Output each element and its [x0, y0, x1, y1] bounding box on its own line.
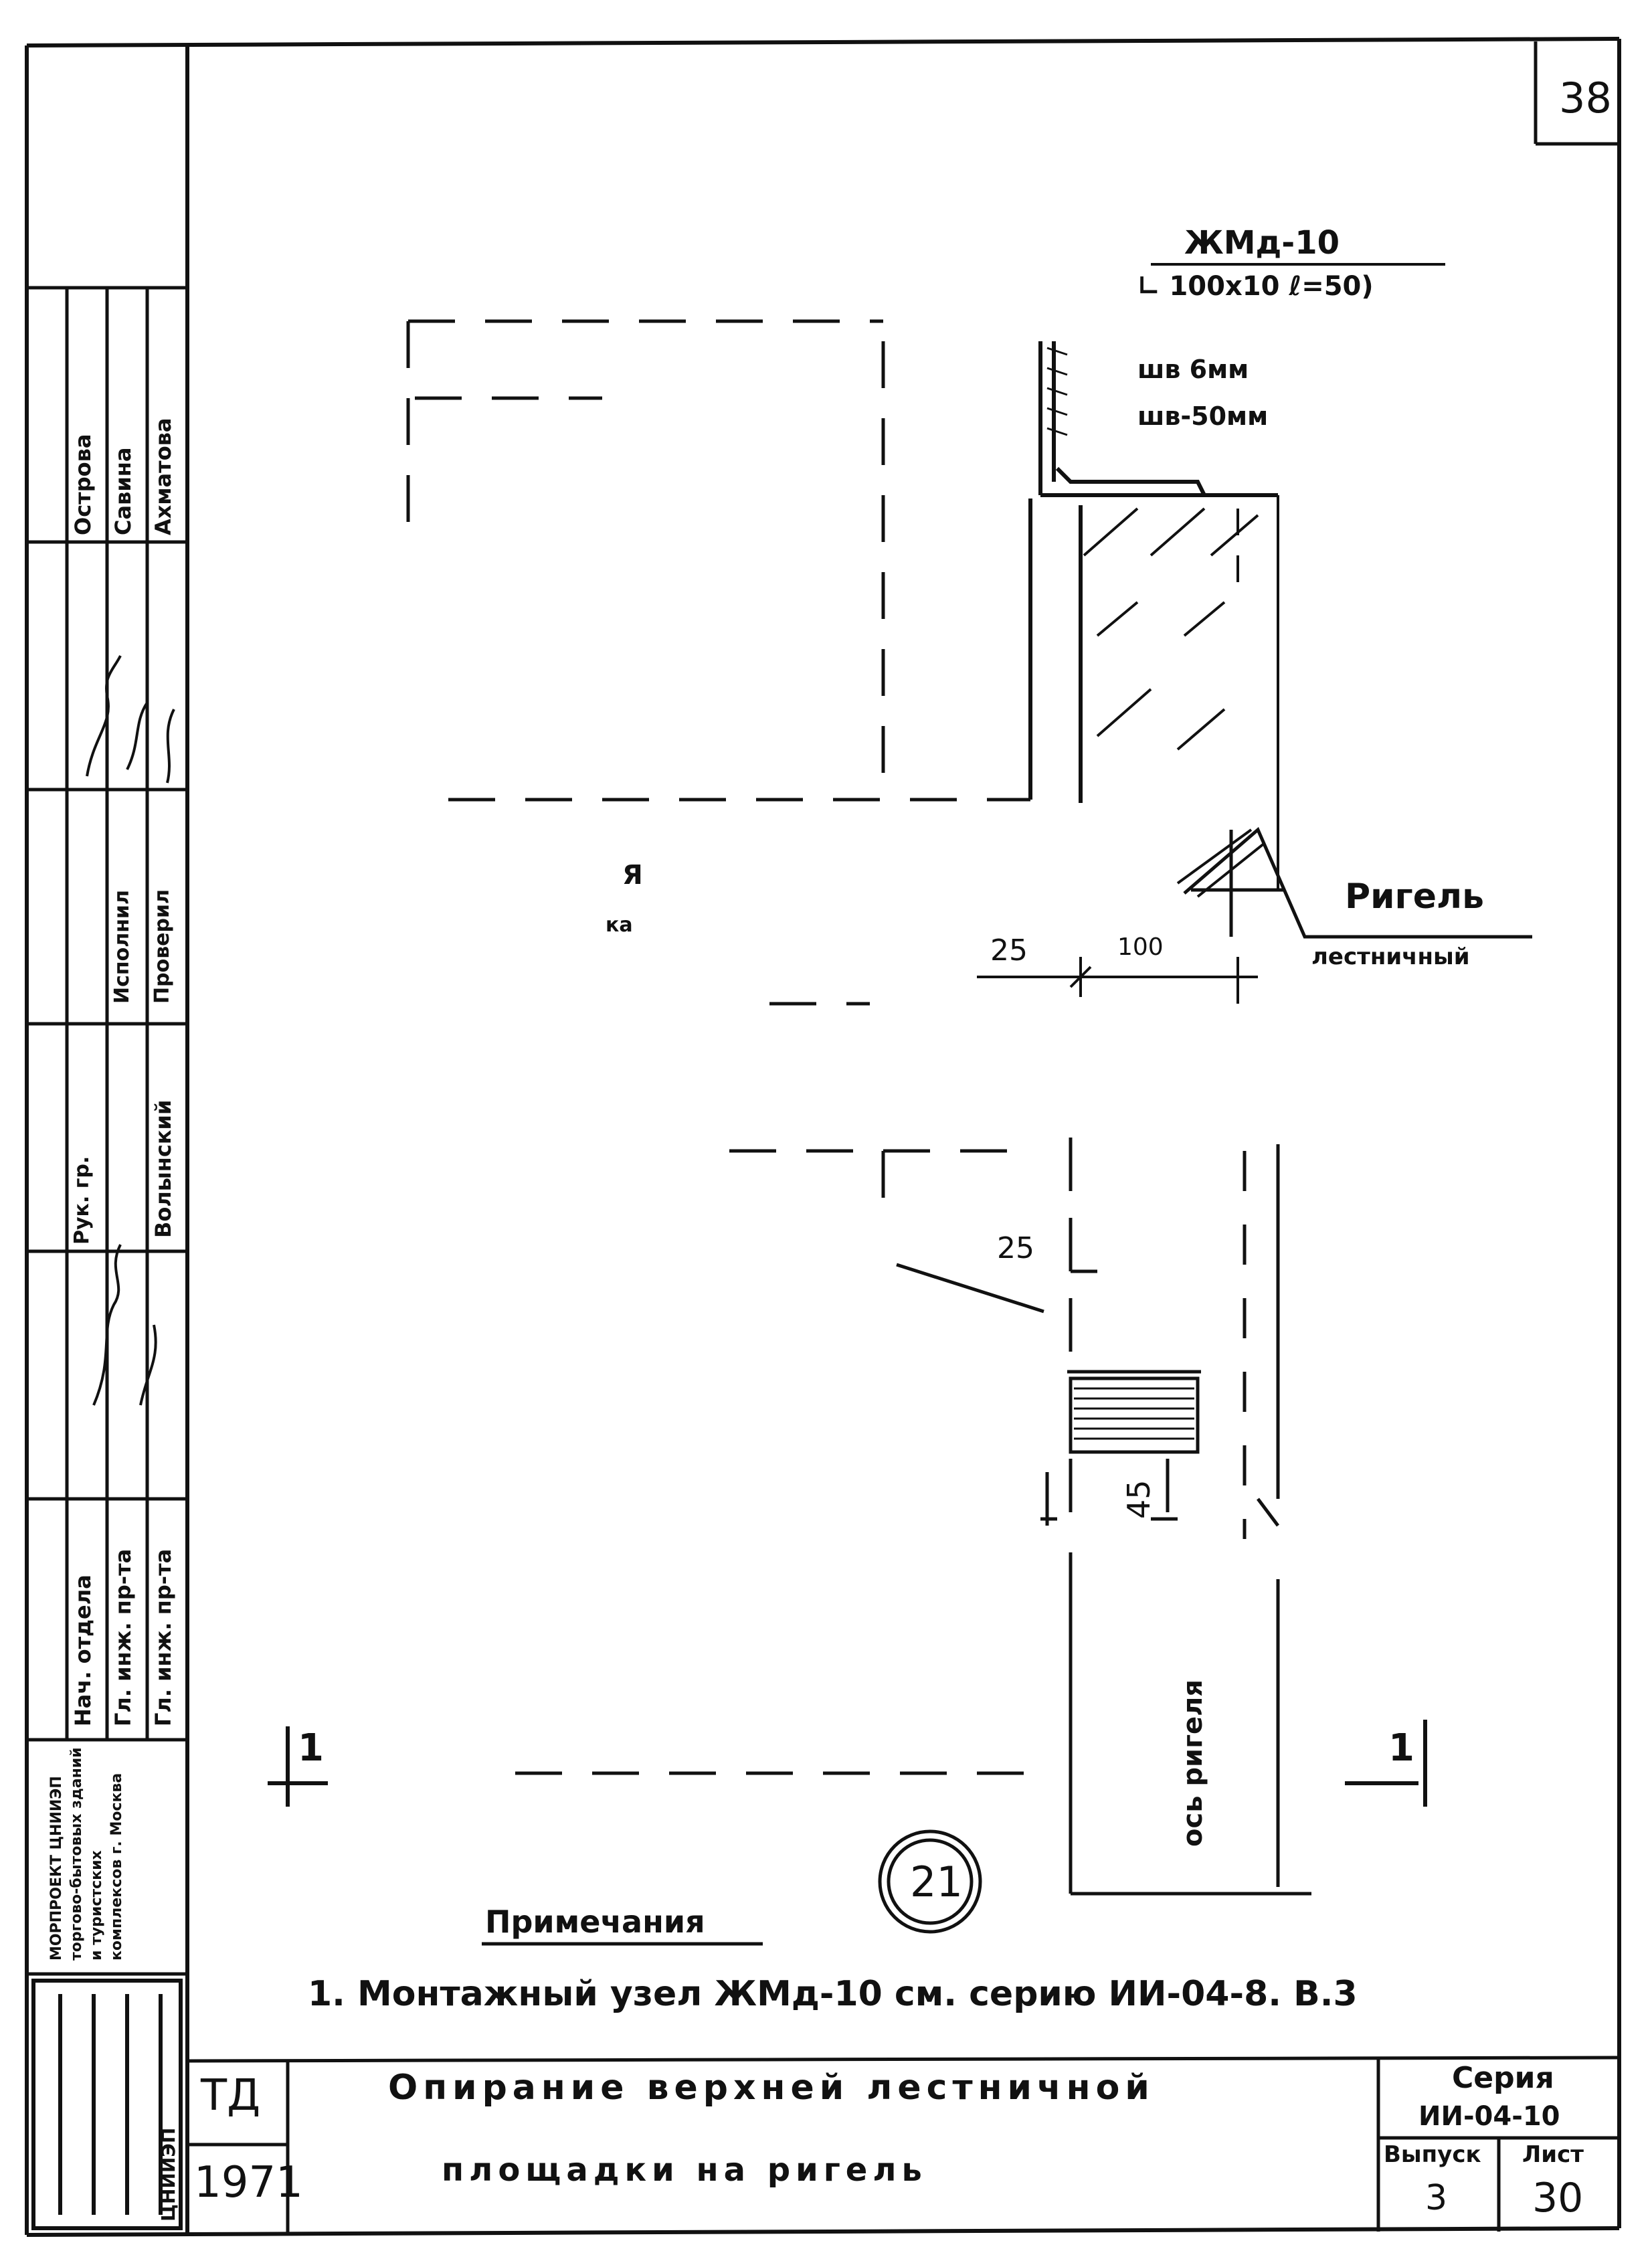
rigel-leader: [1183, 826, 1532, 939]
rigel-label: Ригель: [1345, 877, 1484, 917]
sheet-value: 30: [1532, 2175, 1584, 2222]
weld-length-label: шв-50мм: [1137, 401, 1269, 431]
stamp-role-2: Гл. инж. пр-та: [110, 1548, 136, 1726]
notes-item-1: 1. Монтажный узел ЖМд-10 см. серию ИИ-04…: [308, 1974, 1358, 2014]
sheet-number-box: [1534, 41, 1619, 146]
notes-title: Примечания: [485, 1904, 705, 1940]
slab-fragment-b: ка: [606, 913, 633, 937]
landing-slab-outline: [406, 319, 1037, 1775]
slab-fragment-a: Я: [622, 860, 643, 891]
plate-hatch: [1074, 1387, 1194, 1440]
section-marks: [268, 1720, 1427, 1807]
sheet-number: 38: [1559, 74, 1612, 122]
stamp-name-3: Ахматова: [151, 418, 176, 535]
sheet-label: Лист: [1522, 2141, 1584, 2168]
series-value: ИИ-04-10: [1418, 2101, 1560, 2132]
drawing-title-line-2: площадки на ригель: [442, 2151, 927, 2189]
rigel-sub-label: лестничный: [1311, 943, 1470, 970]
stamp-organization: МОРПРОЕКТ ЦНИИЭП торгово-бытовых зданий …: [48, 1747, 125, 1961]
issue-label: Выпуск: [1384, 2141, 1481, 2168]
section-mark-right: 1: [1388, 1726, 1414, 1770]
sheet-frame: [25, 37, 1621, 2237]
dimension-25-mid: 25: [997, 1231, 1034, 1265]
rigel-axis-label: ось ригеля: [1178, 1679, 1208, 1847]
weld-leg-label: шв 6мм: [1137, 355, 1249, 384]
stamp-name-1: Острова: [70, 434, 96, 535]
signature-marks: [86, 655, 175, 1406]
logo-mark: [31, 1979, 183, 2230]
rigel-axis-lines: [1069, 1138, 1311, 1896]
node-number: 21: [910, 1858, 963, 1906]
node-circle: [878, 1829, 982, 1934]
title-block-frame: [187, 2056, 1620, 2235]
issue-value: 3: [1425, 2178, 1448, 2218]
stamp-role-3: Гл. инж. пр-та: [151, 1548, 176, 1726]
stamp-name-2: Савина: [110, 447, 136, 535]
dimension-25-top: 25: [990, 933, 1028, 968]
embed-angle-profile: [1028, 341, 1278, 803]
dimension-100: 100: [1117, 933, 1164, 961]
dimension-45: 45: [1121, 1479, 1157, 1519]
rigel-section-hatch: [1083, 495, 1279, 898]
embed-spec-label: ∟ 100х10 ℓ=50): [1137, 271, 1374, 302]
drawing-title-line-1: Опирание верхней лестничной: [388, 2068, 1155, 2108]
weld-hatch: [1046, 347, 1068, 436]
stamp-logo: ЦНИИЭП: [157, 2127, 179, 2222]
series-label: Серия: [1452, 2061, 1554, 2095]
embed-part-label: ЖМд-10: [1184, 224, 1340, 262]
title-year: 1971: [194, 2158, 303, 2207]
title-code: ТД: [201, 2071, 261, 2120]
dimension-top: [977, 957, 1258, 1004]
section-mark-left: 1: [298, 1726, 324, 1770]
stamp-role-1: Нач. отдела: [70, 1574, 96, 1726]
lower-embed-detail: [896, 1263, 1201, 1526]
side-stamp-frame: [27, 286, 187, 1976]
